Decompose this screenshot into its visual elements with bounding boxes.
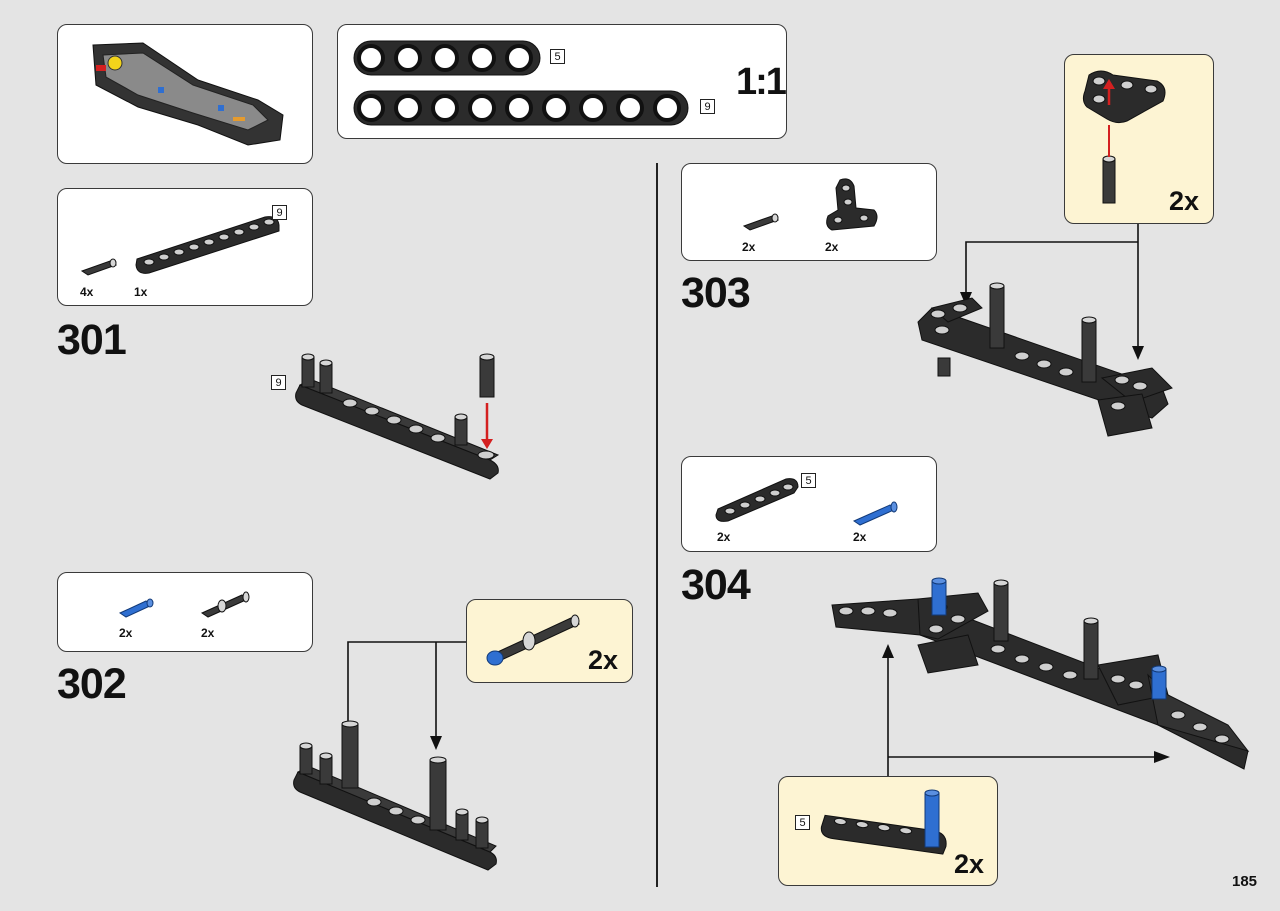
part-pin-short	[742, 213, 780, 231]
step-301-number: 301	[57, 316, 127, 364]
scale-panel: 5 9 1:1	[337, 24, 787, 139]
part-axle-pin	[200, 591, 250, 618]
part-beam-length: 9	[272, 205, 287, 220]
part-t-beam-qty: 2x	[825, 240, 839, 254]
step-301-beam-length: 9	[271, 375, 286, 390]
scale-label: 1:1	[736, 61, 787, 103]
model-overview-image	[92, 42, 284, 146]
part-pin-blue	[118, 598, 154, 618]
page-number: 185	[1232, 873, 1258, 890]
part-beam-5	[715, 478, 799, 522]
step-304-number: 304	[681, 561, 751, 609]
part-beam-qty: 1x	[134, 285, 148, 299]
step-304-callout-qty: 2x	[954, 849, 985, 879]
model-overview-panel	[57, 24, 313, 164]
step-301-parts-panel: 4x 9 1x	[57, 188, 313, 306]
step-304-callout: 5 2x	[778, 776, 998, 886]
step-301-assembly	[295, 353, 500, 480]
part-axle-pin-qty: 2x	[201, 626, 215, 640]
scale-beam-long-length: 9	[700, 99, 715, 114]
step-302-assembly	[293, 720, 497, 871]
step-304-parts-panel: 5 2x 2x	[681, 456, 937, 552]
part-pin-blue-qty: 2x	[119, 626, 133, 640]
step-304-callout-length: 5	[795, 815, 810, 830]
step-303-parts-panel: 2x 2x	[681, 163, 937, 261]
part-pin-black	[80, 258, 118, 276]
scale-beam-short-length: 5	[550, 49, 565, 64]
scale-beam-long	[353, 90, 689, 126]
step-302-number: 302	[57, 660, 127, 708]
part-blue-axle-pin	[852, 501, 898, 526]
part-beam-9	[135, 216, 280, 274]
step-303-number: 303	[681, 269, 751, 317]
column-divider	[656, 163, 658, 887]
part-beam-5-qty: 2x	[717, 530, 731, 544]
step-304-callout-arrows	[882, 644, 1170, 776]
part-pin-short-qty: 2x	[742, 240, 756, 254]
callout-t-beam-pin	[1082, 70, 1166, 204]
step-302-parts-panel: 2x 2x	[57, 572, 313, 652]
step-303-callout-qty: 2x	[1169, 186, 1200, 216]
step-303-assembly	[917, 282, 1173, 437]
step-304-assembly	[831, 577, 1250, 770]
part-pin-qty: 4x	[80, 285, 94, 299]
step-303-callout: 2x	[1064, 54, 1214, 224]
part-blue-axle-pin-qty: 2x	[853, 530, 867, 544]
part-beam-5-length: 5	[801, 473, 816, 488]
part-t-beam	[826, 178, 878, 231]
scale-beam-short	[353, 40, 541, 76]
callout-axle-pin-blue	[486, 614, 580, 666]
callout-beam-with-blue-pin	[820, 789, 947, 855]
step-302-callout-qty: 2x	[588, 645, 619, 675]
step-303-callout-arrows	[960, 224, 1144, 360]
step-302-callout: 2x	[466, 599, 633, 683]
